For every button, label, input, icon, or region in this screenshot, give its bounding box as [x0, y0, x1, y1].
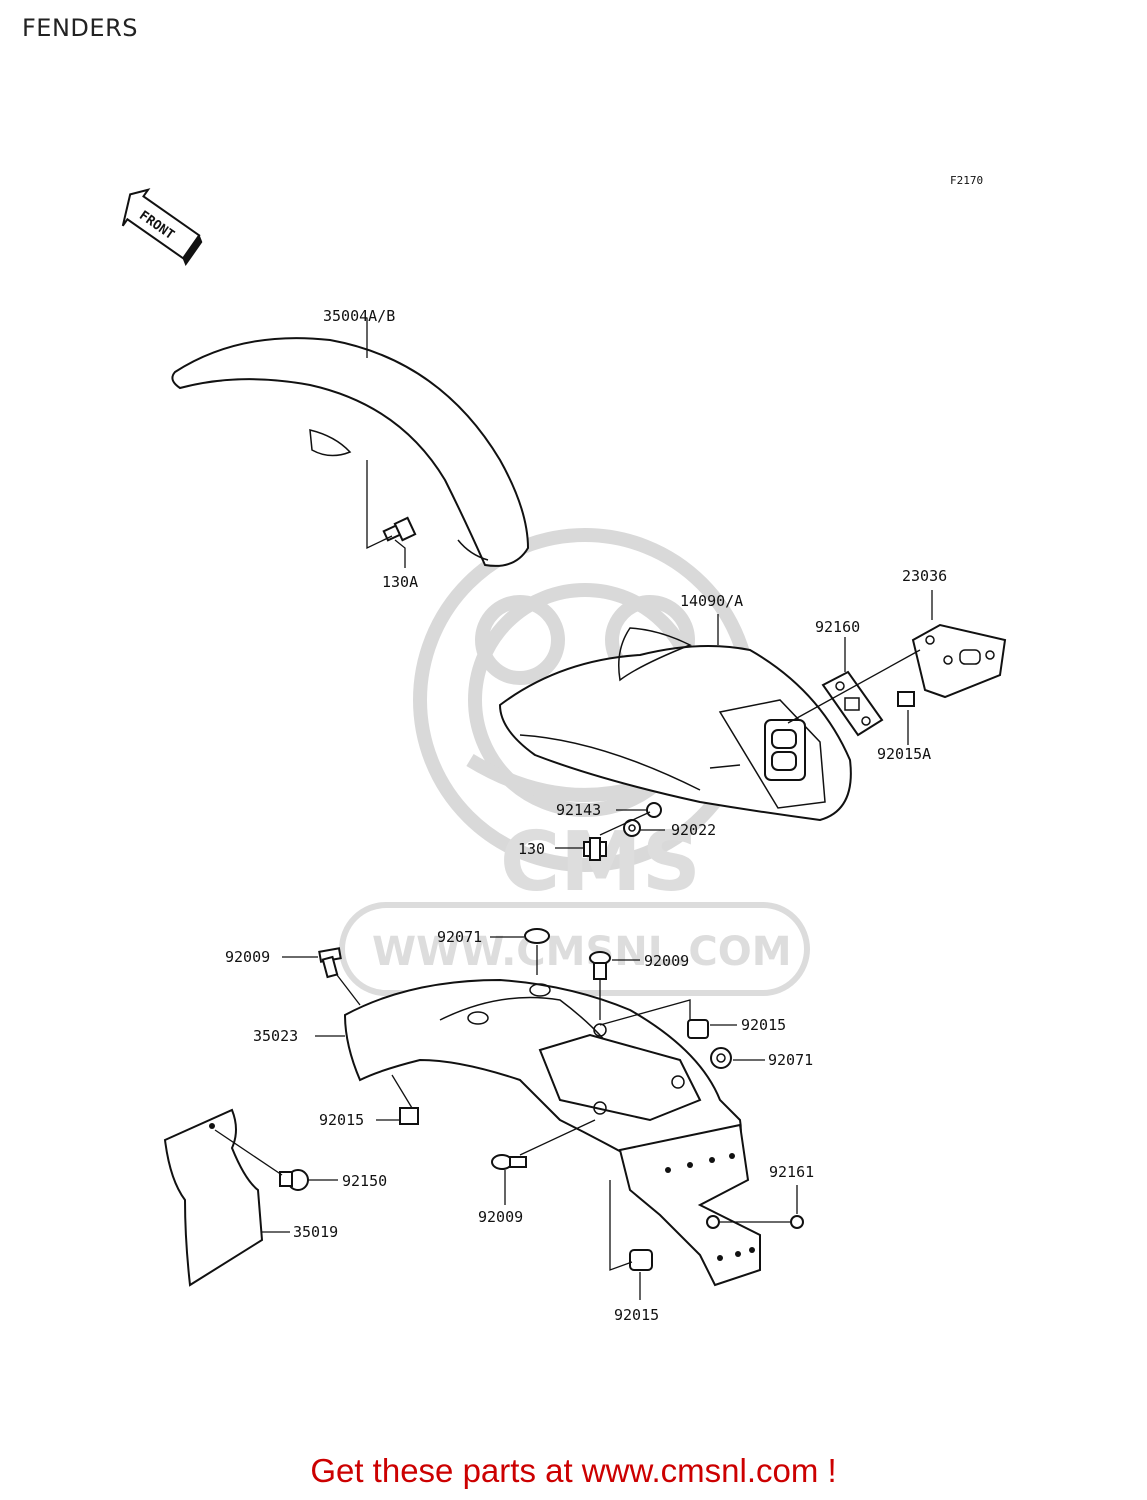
watermark-brand: CMS	[500, 815, 701, 910]
callout-92071-right: 92071	[768, 1051, 813, 1069]
callout-35004AB: 35004A/B	[323, 307, 395, 325]
front-arrow-icon: FRONT	[121, 188, 203, 267]
bottom-nut	[629, 1249, 653, 1271]
callout-92161: 92161	[769, 1163, 814, 1181]
callout-23036: 23036	[902, 567, 947, 585]
inner-screw-right	[589, 951, 611, 980]
plate-nut-inner	[706, 1215, 720, 1229]
rear-license-bracket	[618, 1123, 761, 1287]
inner-nut-right	[687, 1019, 709, 1039]
plate-nut	[790, 1215, 804, 1229]
mud-flap	[163, 1108, 264, 1287]
callout-92009-lower: 92009	[478, 1208, 523, 1226]
inner-bolt-lower	[491, 1154, 527, 1170]
inner-screw-left	[318, 947, 342, 979]
callout-92015-bottom: 92015	[614, 1306, 659, 1324]
footer-promo[interactable]: Get these parts at www.cmsnl.com !	[310, 1452, 837, 1489]
callout-92160: 92160	[815, 618, 860, 636]
watermark-url: WWW.CMSNL.COM	[372, 929, 792, 975]
light-housing	[911, 623, 1007, 699]
callout-92009-right: 92009	[644, 952, 689, 970]
callout-92150: 92150	[342, 1172, 387, 1190]
front-fender	[171, 337, 530, 567]
inner-fender	[343, 978, 742, 1187]
flap-bolt	[279, 1169, 309, 1191]
callout-35023: 35023	[253, 1027, 298, 1045]
inner-grommet-right	[710, 1047, 732, 1069]
callout-92015-right: 92015	[741, 1016, 786, 1034]
light-gasket	[821, 670, 884, 737]
rear-nut-top	[646, 802, 662, 818]
callout-130: 130	[518, 840, 545, 858]
callout-92071-top: 92071	[437, 928, 482, 946]
callout-92015-left: 92015	[319, 1111, 364, 1129]
callout-92015A: 92015A	[877, 745, 931, 763]
callout-35019: 35019	[293, 1223, 338, 1241]
parts-diagram: CMS WWW.CMSNL.COM F2170 FRONT	[121, 174, 1007, 1324]
inner-grommet-top	[524, 928, 550, 944]
rear-bolt	[583, 837, 607, 861]
watermark-logo: CMS WWW.CMSNL.COM	[339, 528, 810, 996]
rear-fender	[498, 627, 852, 822]
light-nut	[897, 691, 915, 707]
figure-code: F2170	[950, 174, 983, 187]
page-title: FENDERS	[22, 14, 138, 42]
callout-92143: 92143	[556, 801, 601, 819]
callout-92022: 92022	[671, 821, 716, 839]
callout-92009-left: 92009	[225, 948, 270, 966]
inner-nut-left	[399, 1107, 419, 1125]
callout-14090A: 14090/A	[680, 592, 743, 610]
callout-130A: 130A	[382, 573, 418, 591]
front-fender-bolt	[382, 516, 417, 542]
